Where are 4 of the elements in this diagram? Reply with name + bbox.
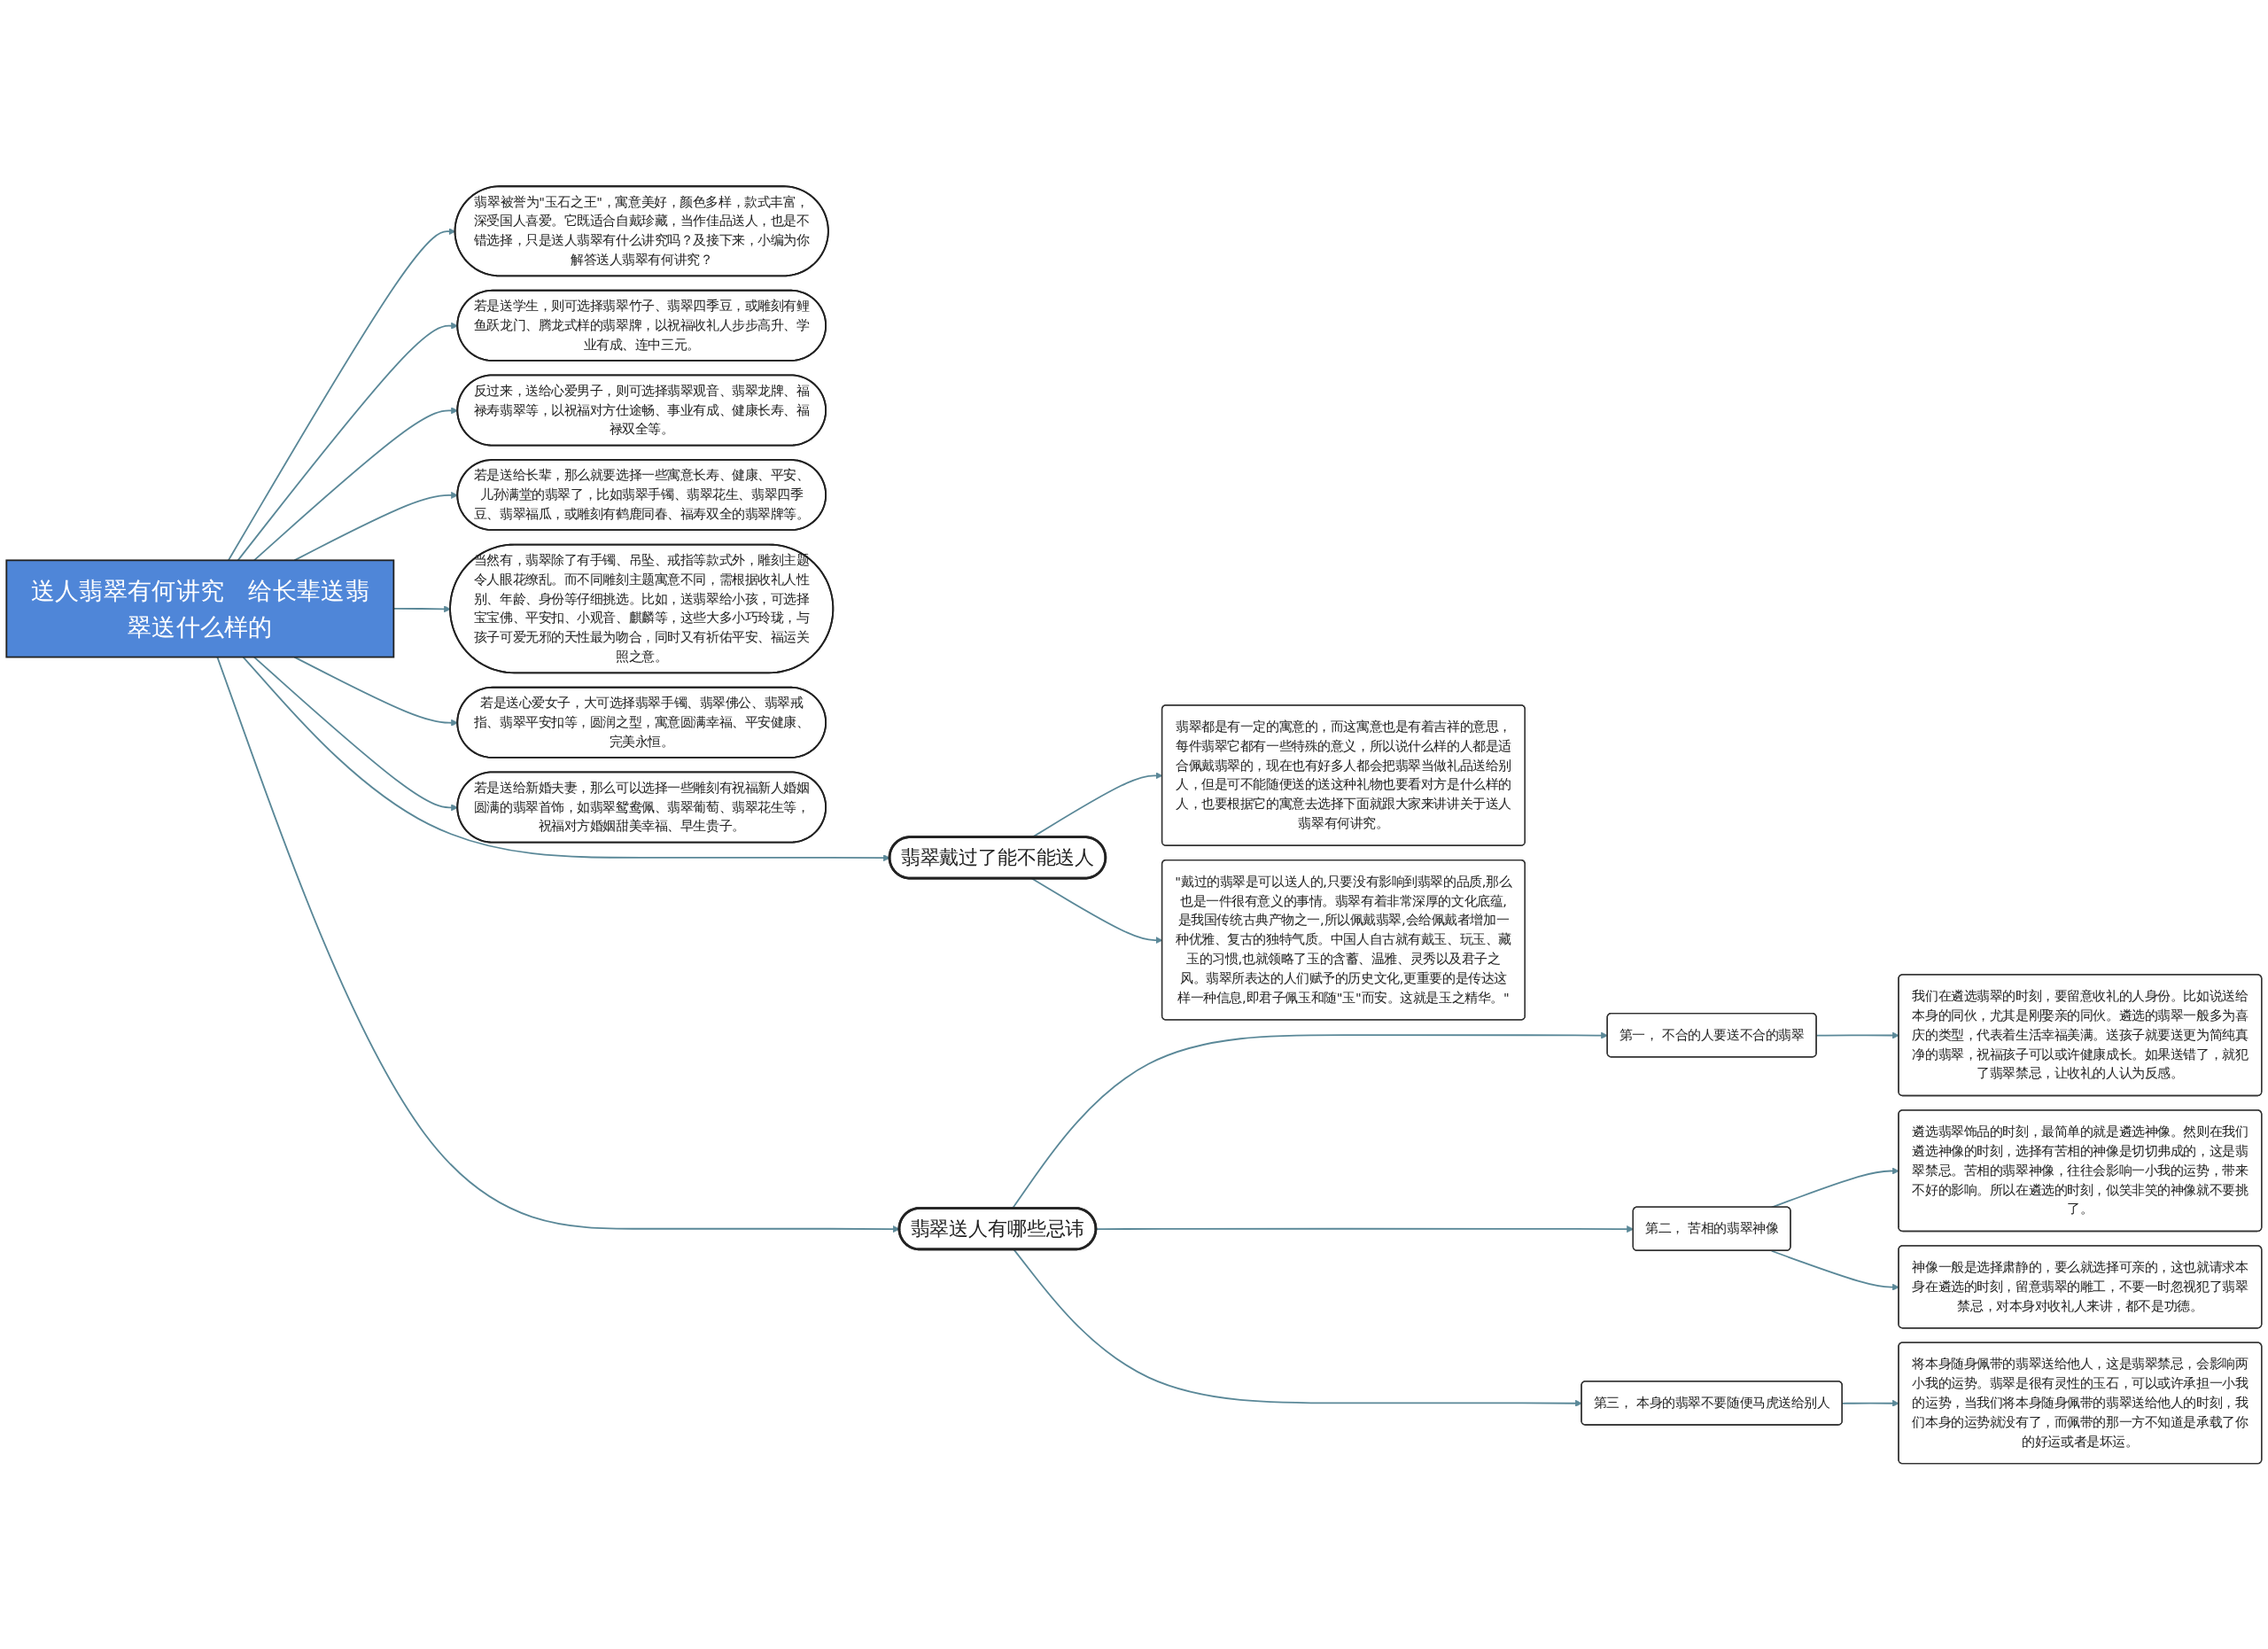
arrow [242, 656, 890, 861]
arrow [1013, 1248, 1582, 1407]
node-box: 送人翡翠有何讲究 给长辈送翡翠送什么样的 [5, 558, 395, 657]
arrow [216, 656, 900, 1233]
